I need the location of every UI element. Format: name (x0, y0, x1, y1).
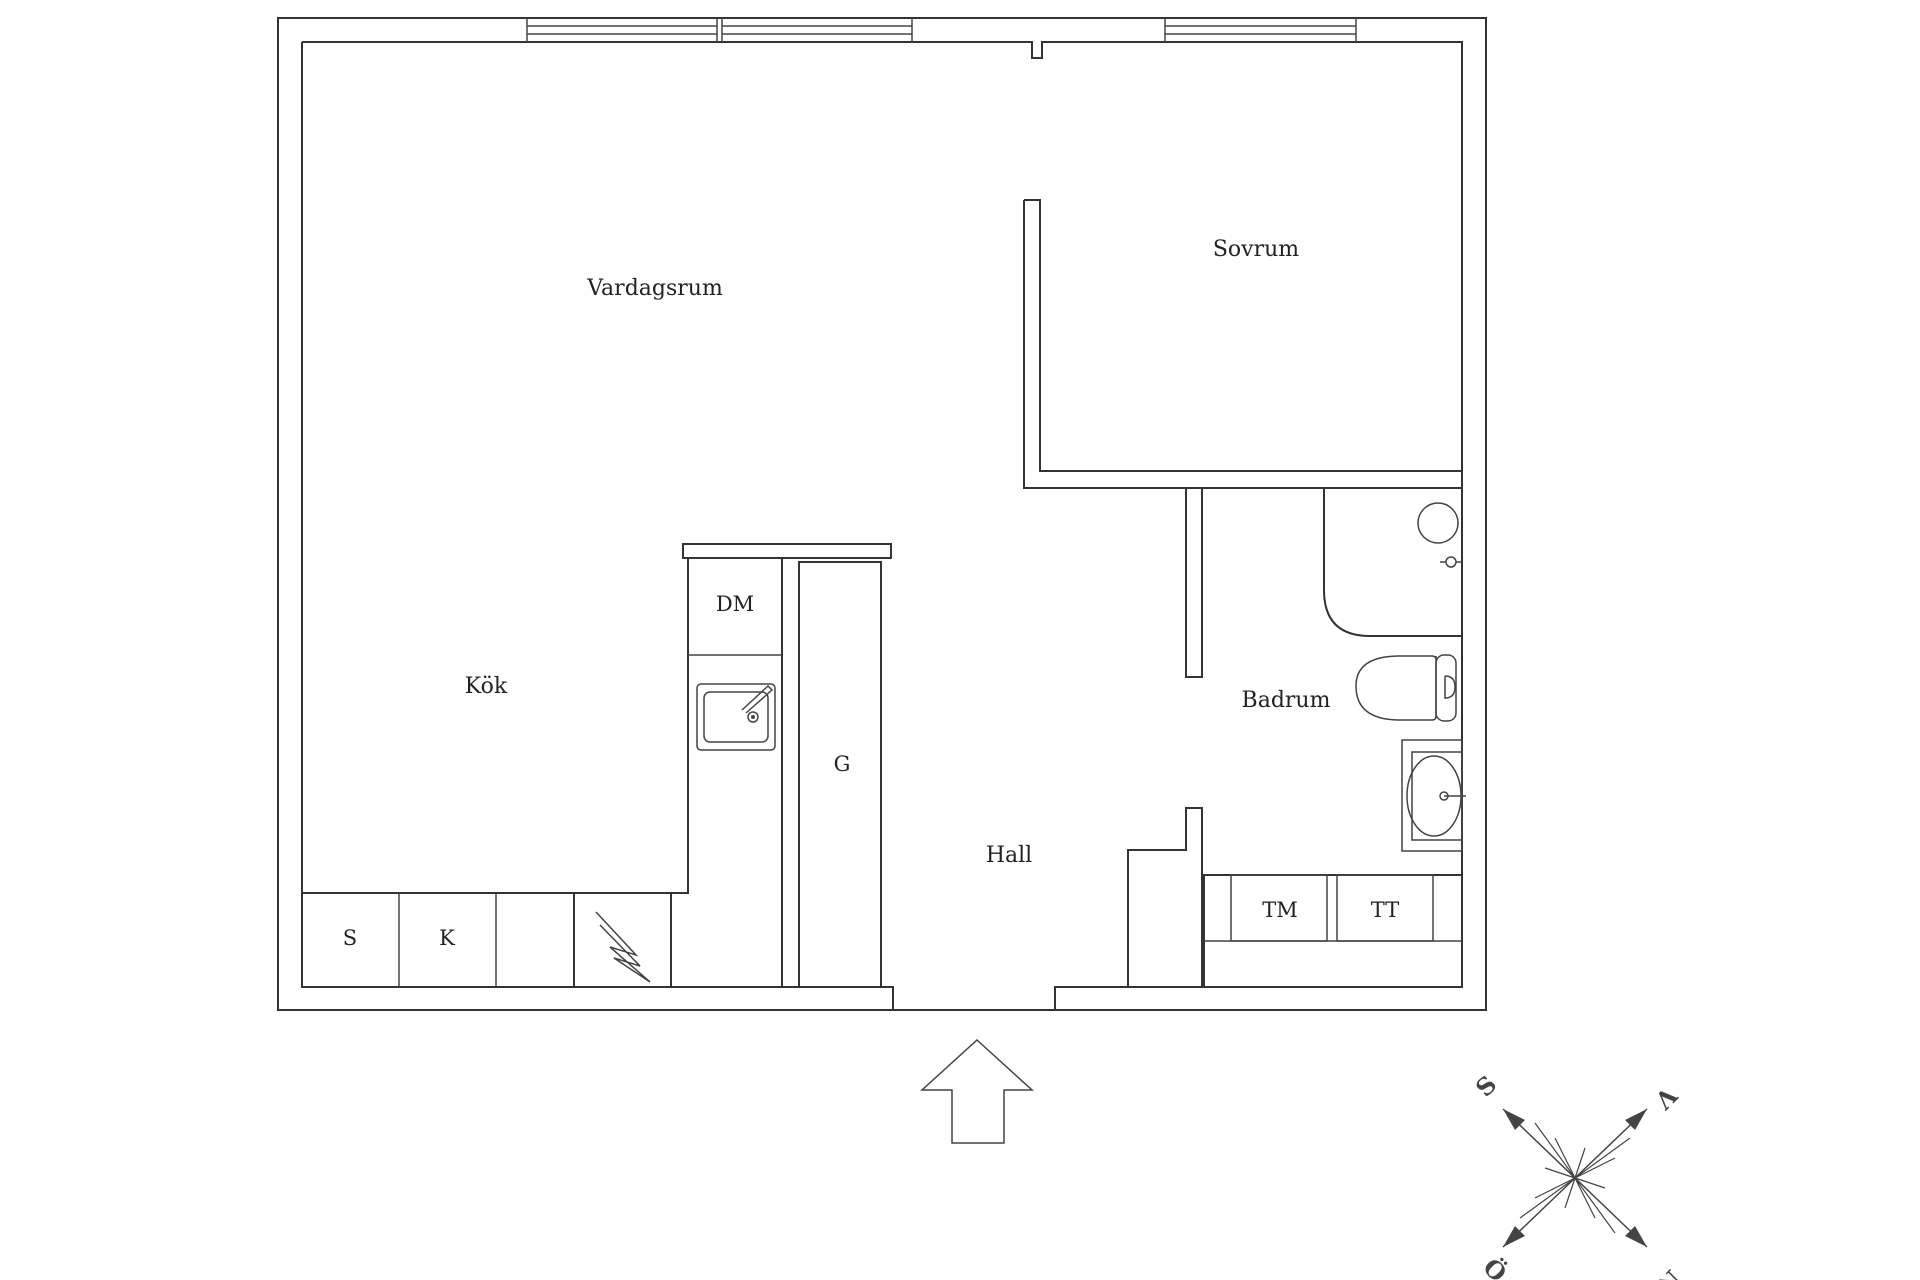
window-2 (721, 18, 913, 42)
room-label-vardagsrum: Vardagsrum (586, 276, 723, 301)
shower-area (1323, 488, 1462, 637)
compass-label-west: V (1649, 1080, 1684, 1115)
shower-drain-icon (1417, 502, 1459, 544)
entrance-arrow-icon (920, 1038, 1034, 1144)
window-1 (526, 18, 718, 42)
electrical-panel-icon (595, 911, 651, 983)
fixture-label-tt: TT (1371, 898, 1399, 922)
outer-walls (277, 17, 1487, 1011)
kitchen-worktop (302, 558, 783, 987)
shower-tap-icon (1440, 556, 1462, 568)
compass-rose-icon: S V Ö N (1470, 1070, 1687, 1280)
room-label-kok: Kök (465, 674, 508, 699)
bathroom-wall-upper (1185, 488, 1203, 678)
interior-walls (1023, 199, 1462, 987)
compass-label-south: S (1470, 1070, 1503, 1103)
compass-label-east: Ö (1477, 1252, 1512, 1280)
wash-basin-icon (1401, 739, 1466, 852)
compass-label-north: N (1651, 1264, 1687, 1280)
outer-wall-outline (277, 17, 1487, 1011)
fixture-label-tm: TM (1262, 898, 1298, 922)
windows (526, 18, 1357, 42)
room-label-hall: Hall (986, 843, 1032, 868)
kitchen-fixtures (302, 543, 892, 988)
toilet-icon (1355, 654, 1457, 722)
kitchen-sink-icon (696, 683, 776, 751)
room-label-badrum: Badrum (1242, 688, 1331, 713)
stove-box (573, 892, 672, 988)
tall-unit-g (798, 561, 882, 988)
bathroom-wall-lower (1127, 807, 1203, 987)
fixture-label-s: S (343, 926, 357, 950)
room-label-sovrum: Sovrum (1213, 237, 1299, 262)
fixture-label-k: K (439, 926, 455, 950)
fixture-label-g: G (834, 752, 851, 776)
fixture-label-dm: DM (716, 592, 754, 616)
kitchen-counter-cap (682, 543, 892, 559)
bedroom-wall (1023, 199, 1462, 489)
bathroom-fixtures (1203, 488, 1466, 988)
laundry-area (1203, 874, 1463, 988)
window-3 (1164, 18, 1357, 42)
